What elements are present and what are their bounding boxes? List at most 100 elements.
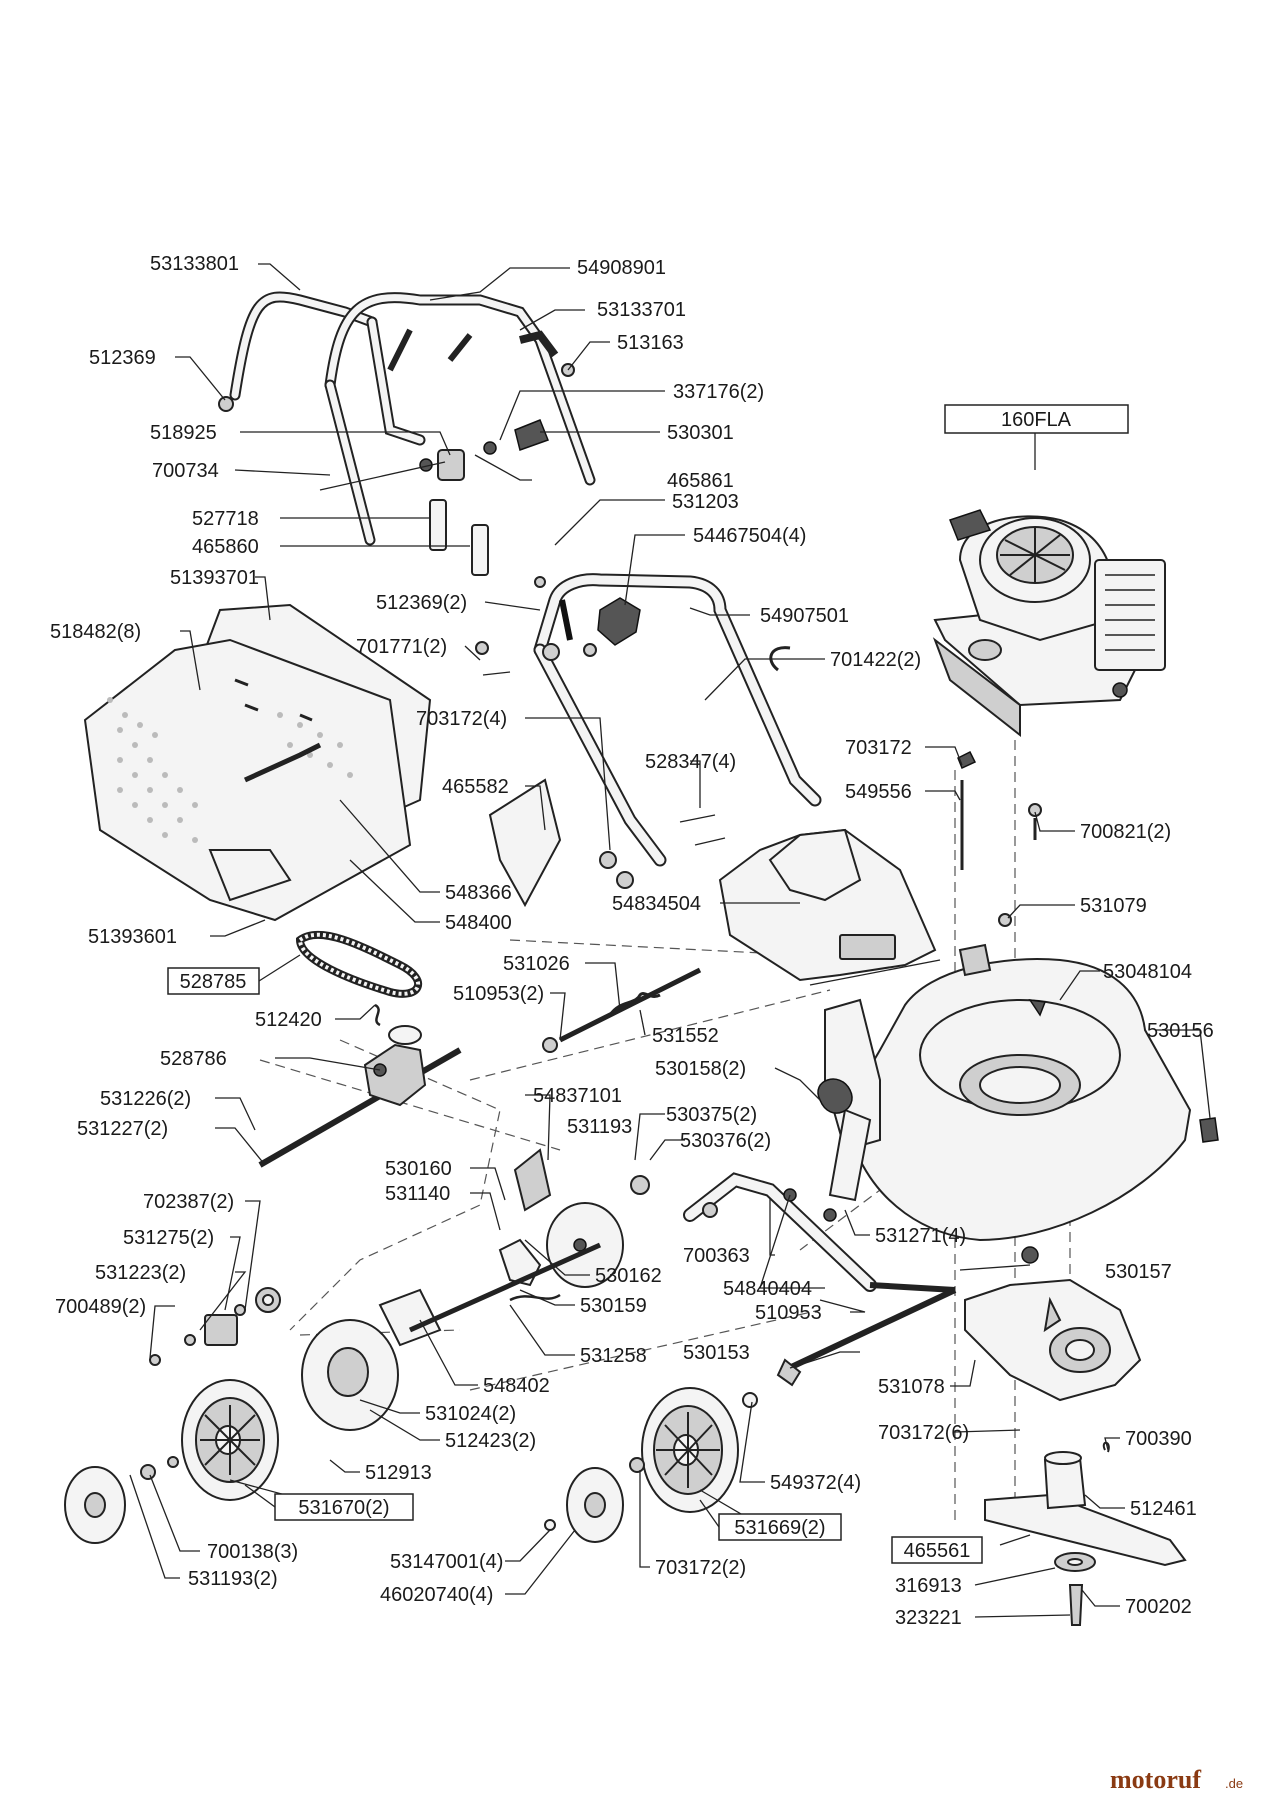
part-label: 530158(2) [655, 1058, 746, 1080]
watermark-suffix: .de [1225, 1776, 1243, 1791]
grass-catcher [83, 603, 432, 922]
mower-deck [824, 943, 1219, 1264]
part-label: 702387(2) [143, 1191, 234, 1213]
rear-wheel [544, 1387, 758, 1543]
part-label: 337176(2) [673, 381, 764, 403]
part-label: 512369(2) [376, 592, 467, 614]
part-label: 549372(4) [770, 1472, 861, 1494]
part-label: 518925 [150, 422, 217, 444]
part-label: 700734 [152, 460, 219, 482]
part-label: 54907501 [760, 605, 849, 627]
part-label: 54840404 [723, 1278, 812, 1300]
height-adjuster [683, 1172, 957, 1387]
part-label: 53147001(4) [390, 1551, 503, 1573]
part-label: 700390 [1125, 1428, 1192, 1450]
part-label-boxed: 531669(2) [734, 1517, 825, 1539]
part-label: 548400 [445, 912, 512, 934]
drive-rod [542, 967, 702, 1053]
part-label: 703172(4) [416, 708, 507, 730]
part-label: 531193 [567, 1116, 632, 1138]
part-label: 700138(3) [207, 1541, 298, 1563]
leader-lines [129, 263, 1211, 1618]
part-label: 53133701 [597, 299, 686, 321]
engine [932, 509, 1166, 738]
part-label: 518482(8) [50, 621, 141, 643]
clamp-ring-icon [817, 1078, 853, 1114]
part-label: 54837101 [533, 1085, 622, 1107]
part-label: 703172(6) [878, 1422, 969, 1444]
label-box [167, 967, 260, 995]
part-label: 53133801 [150, 253, 239, 275]
part-label: 465582 [442, 776, 509, 798]
part-label: 316913 [895, 1575, 962, 1597]
part-label-boxed: 465561 [904, 1540, 971, 1562]
knob-icon [597, 597, 641, 646]
clip-icon [1199, 1117, 1219, 1143]
part-label: 465861 [667, 470, 734, 492]
part-label: 531258 [580, 1345, 647, 1367]
front-axle-parts [378, 1078, 853, 1347]
part-label: 701422(2) [830, 649, 921, 671]
part-label: 530375(2) [666, 1104, 757, 1126]
handle-assembly [218, 291, 596, 576]
rear-baffle [964, 1278, 1142, 1402]
lower-handle [482, 573, 822, 889]
part-label: 512369 [89, 347, 156, 369]
part-labels: 53133801 54908901 53133701 512369 513163… [50, 253, 1214, 1629]
part-label: 528347(4) [645, 751, 736, 773]
part-label: 51393601 [88, 926, 177, 948]
label-box [891, 1536, 983, 1564]
label-box [274, 1493, 414, 1521]
part-label: 528786 [160, 1048, 227, 1070]
part-label: 54467504(4) [693, 525, 806, 547]
part-label: 549556 [845, 781, 912, 803]
belt [295, 930, 423, 998]
part-label: 513163 [617, 332, 684, 354]
part-label: 530156 [1147, 1020, 1214, 1042]
part-label: 54908901 [577, 257, 666, 279]
part-label: 531140 [385, 1183, 450, 1205]
part-label: 512913 [365, 1462, 432, 1484]
part-label: 700363 [683, 1245, 750, 1267]
part-label: 700821(2) [1080, 821, 1171, 843]
part-label: 510953 [755, 1302, 822, 1324]
part-label: 531026 [503, 953, 570, 975]
rear-flap [718, 828, 941, 986]
label-box [718, 1513, 842, 1541]
part-label: 46020740(4) [380, 1584, 493, 1606]
part-label: 531193(2) [188, 1568, 278, 1590]
blade-assembly [984, 1441, 1187, 1626]
part-label: 530162 [595, 1265, 662, 1287]
part-label: 53048104 [1103, 961, 1192, 983]
part-label: 512423(2) [445, 1430, 536, 1452]
part-label: 531024(2) [425, 1403, 516, 1425]
part-label: 703172 [845, 737, 912, 759]
part-label: 510953(2) [453, 983, 544, 1005]
part-label: 700489(2) [55, 1296, 146, 1318]
part-label: 530159 [580, 1295, 647, 1317]
part-label: 701771(2) [356, 636, 447, 658]
front-wheel [64, 1319, 399, 1544]
label-box [944, 404, 1129, 434]
part-label: 530376(2) [680, 1130, 771, 1152]
part-label: 531079 [1080, 895, 1147, 917]
part-label: 51393701 [170, 567, 259, 589]
part-label: 512461 [1130, 1498, 1197, 1520]
part-label: 323221 [895, 1607, 962, 1629]
part-label: 531078 [878, 1376, 945, 1398]
engine-model-label: 160FLA [1001, 409, 1072, 431]
handle-clamp [437, 449, 465, 481]
gearbox [258, 1003, 462, 1168]
part-label: 527718 [192, 508, 259, 530]
part-label: 700202 [1125, 1596, 1192, 1618]
part-label: 531223(2) [95, 1262, 186, 1284]
part-label: 531552 [652, 1025, 719, 1047]
part-label: 54834504 [612, 893, 701, 915]
part-label: 548402 [483, 1375, 550, 1397]
part-label: 531203 [672, 491, 739, 513]
part-label: 703172(2) [655, 1557, 746, 1579]
part-label: 530301 [667, 422, 734, 444]
part-label: 465860 [192, 536, 259, 558]
part-label: 531227(2) [77, 1118, 168, 1140]
